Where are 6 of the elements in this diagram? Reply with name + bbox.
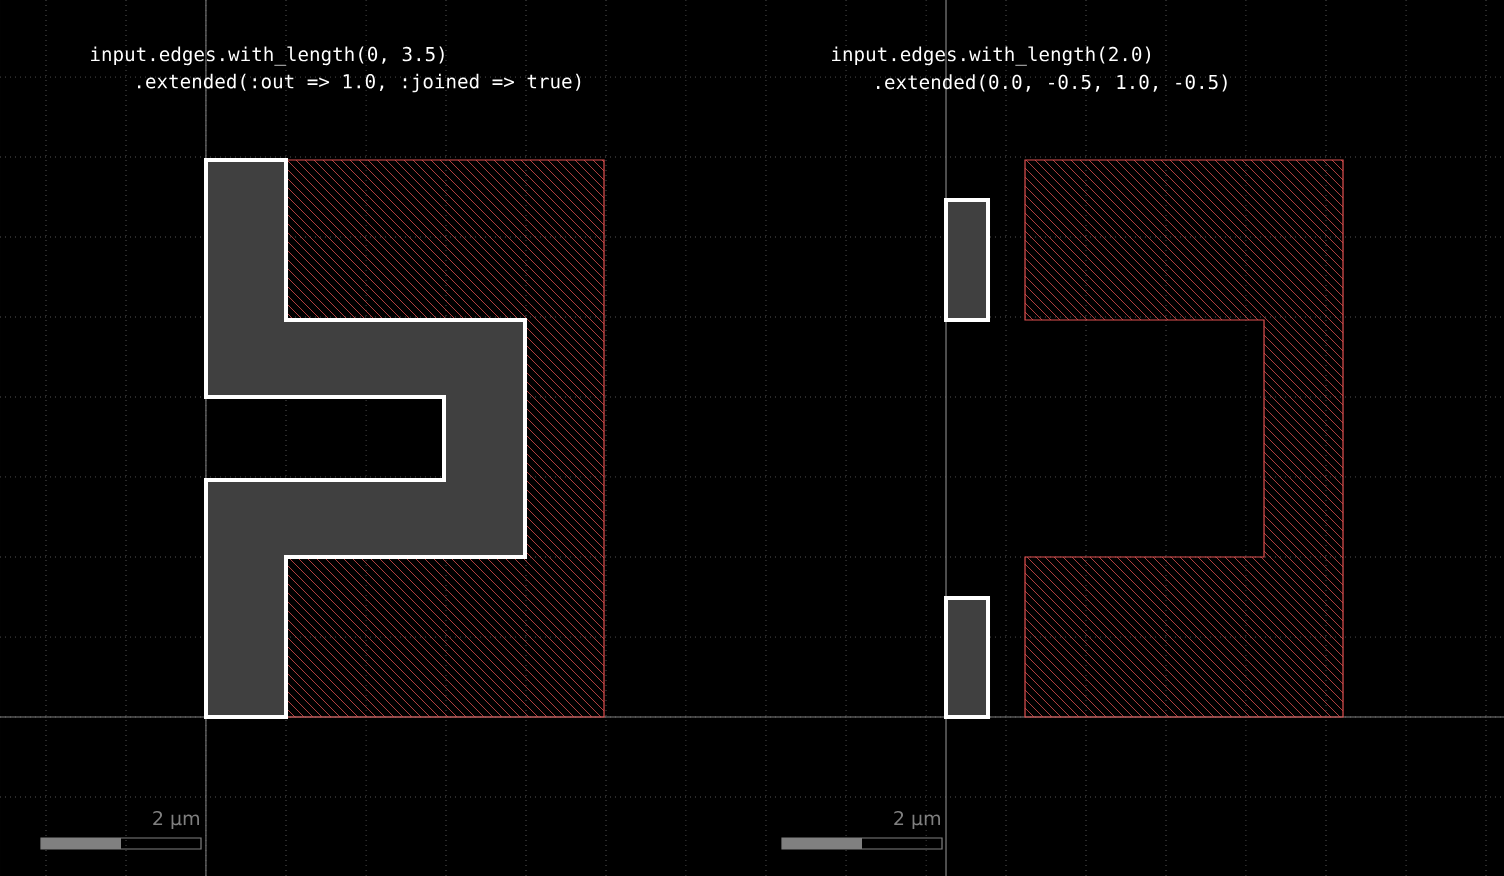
- code-label: .extended(0.0, -0.5, 1.0, -0.5): [877, 74, 1227, 92]
- code-label: input.edges.with_length(0, 3.5): [91, 46, 444, 66]
- code-label: input.edges.with_length(2.0): [832, 46, 1151, 66]
- scale-bar-label: 2 µm: [153, 810, 199, 829]
- scale-bar-label: 2 µm: [894, 810, 940, 829]
- code-label: .extended(:out => 1.0, :joined => true): [138, 73, 581, 93]
